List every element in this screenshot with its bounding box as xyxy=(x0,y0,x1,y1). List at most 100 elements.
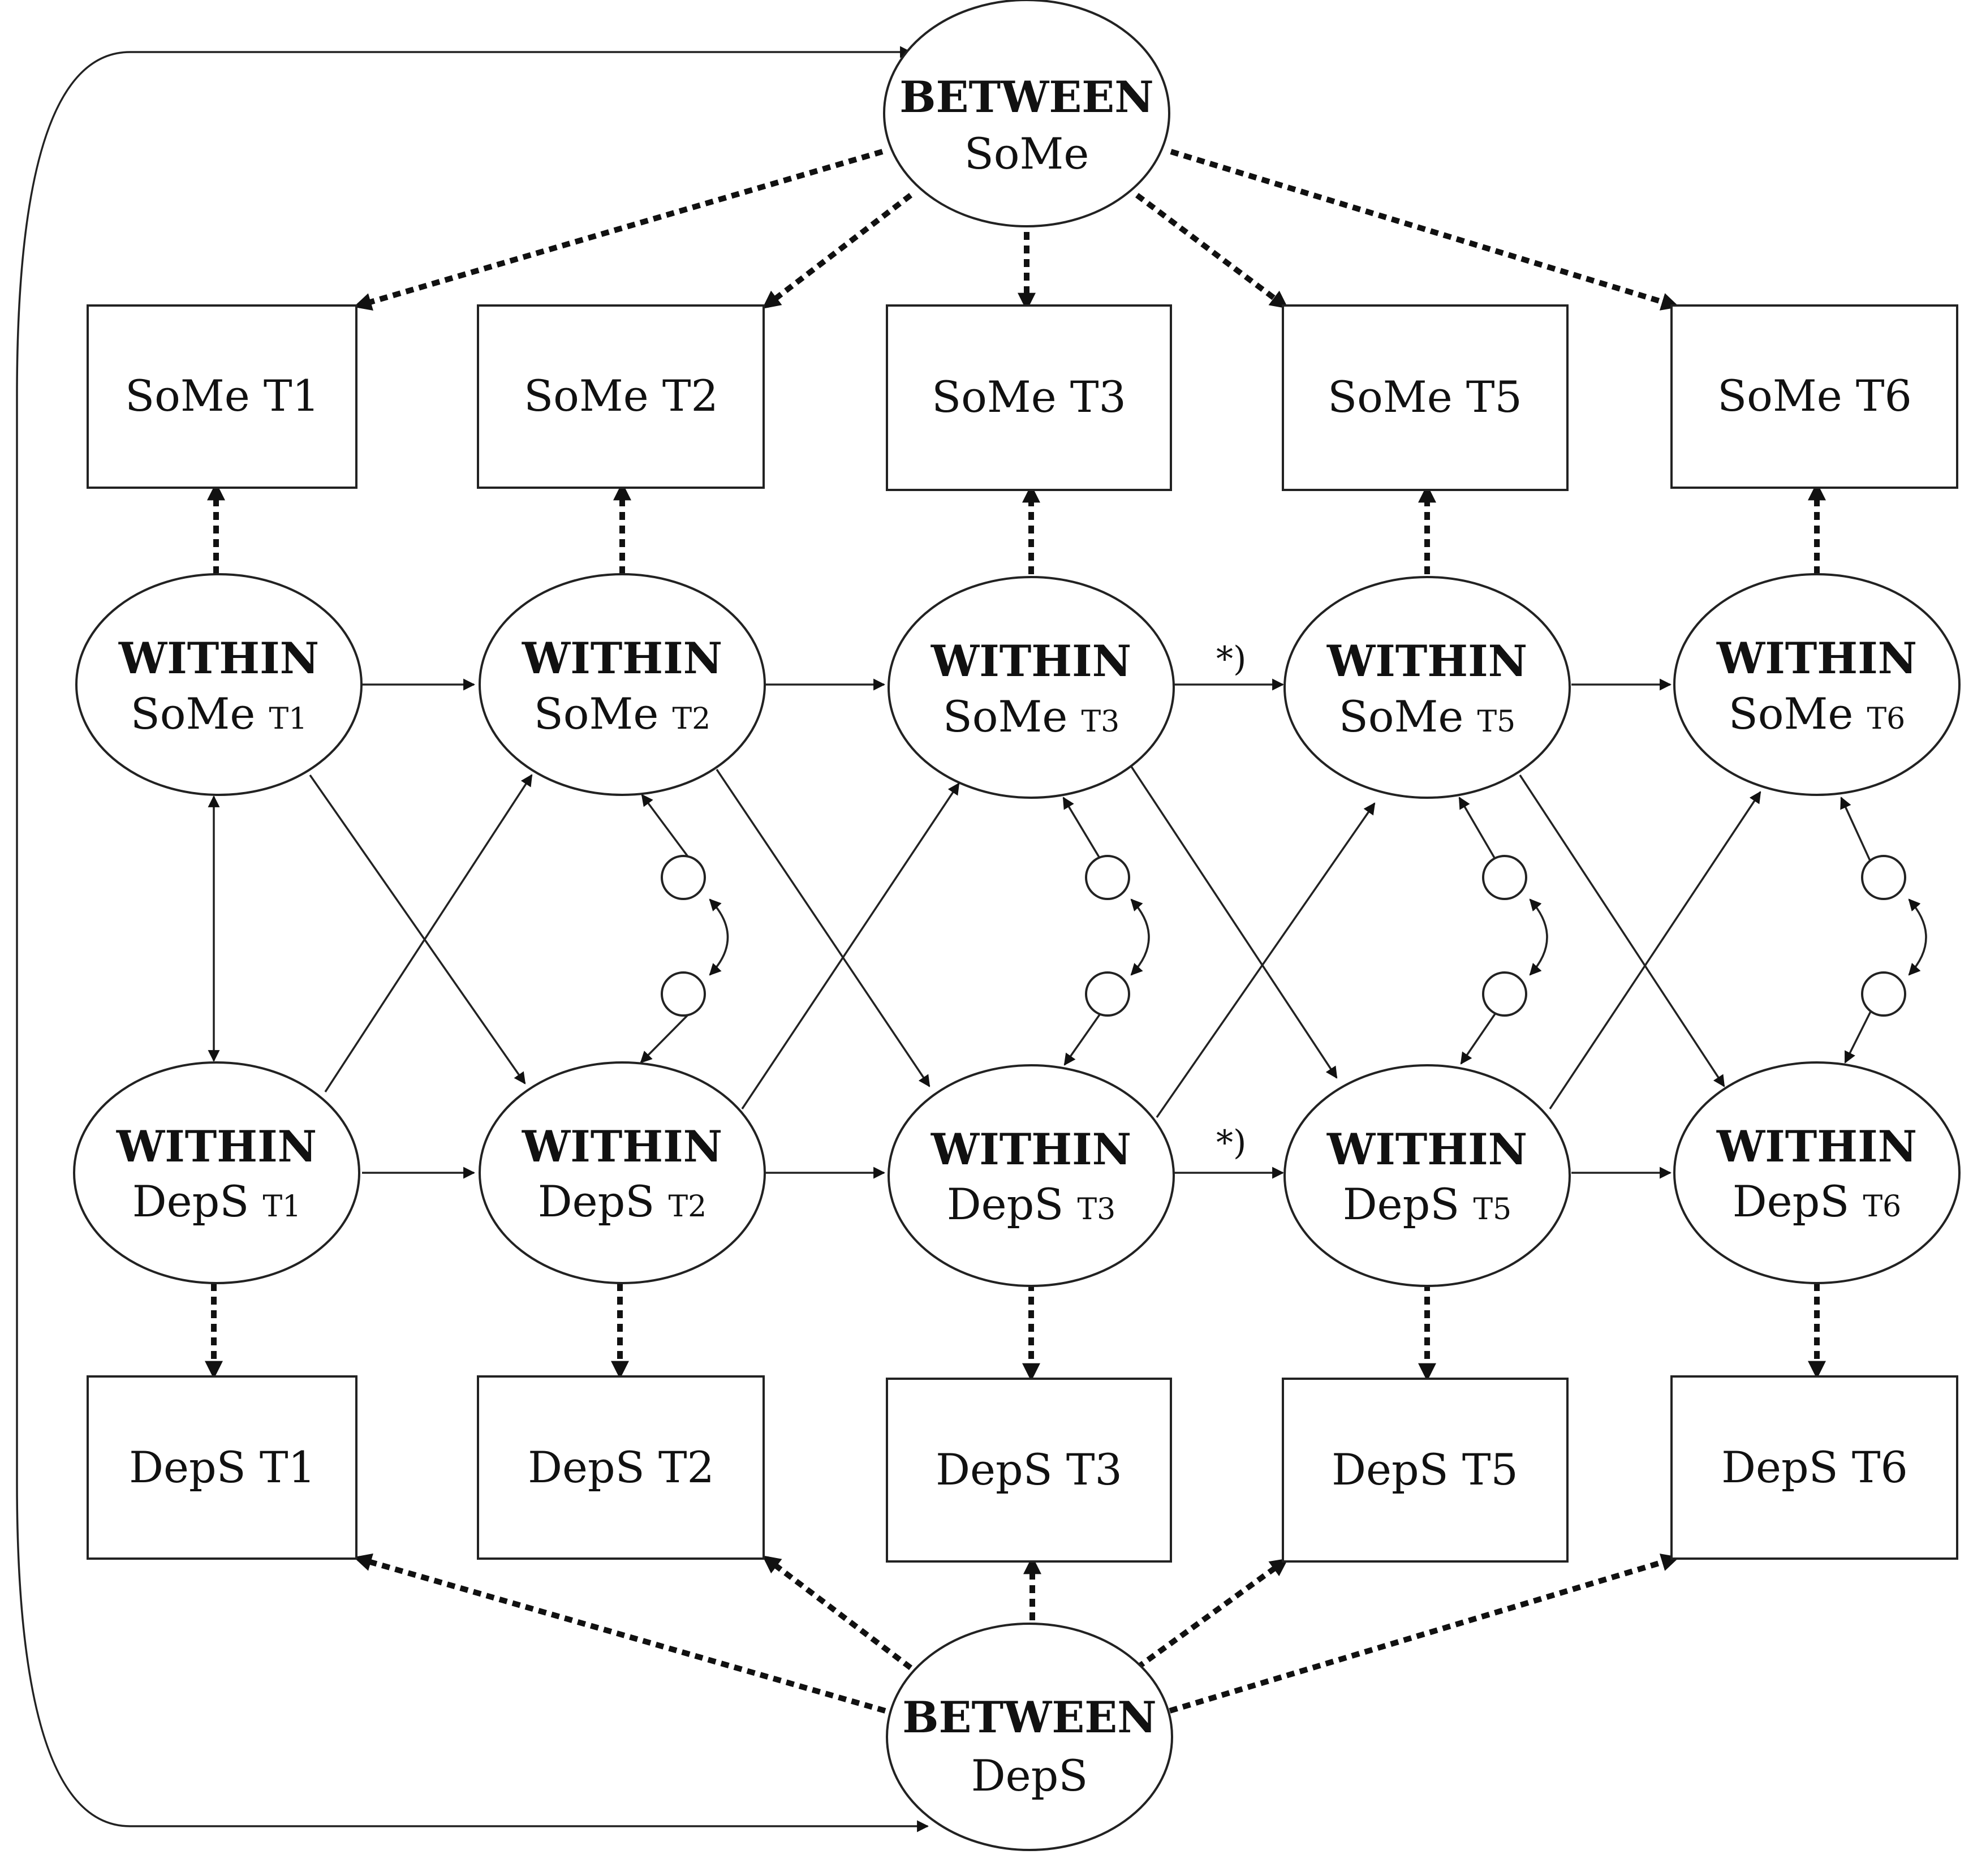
deps-box-t6 xyxy=(1670,1375,1958,1560)
within-deps-t2: WITHIN DepS T2 xyxy=(479,1061,766,1284)
loading-between-deps-t5 xyxy=(1135,1558,1289,1671)
within-some-t6-label: SoMe T6 xyxy=(1729,689,1906,739)
deps-box-t1-label: DepS T1 xyxy=(129,1442,316,1492)
autoregressive-paths xyxy=(362,678,1672,1179)
within-some-t5-title: WITHIN xyxy=(1326,636,1527,686)
residual-some-t2 xyxy=(661,855,706,900)
within-some-t1: WITHIN SoMe T1 xyxy=(75,573,363,796)
cl-some-t2-deps-t3 xyxy=(716,769,931,1087)
within-deps-t1: WITHIN DepS T1 xyxy=(73,1061,360,1284)
within-some-t6-title: WITHIN xyxy=(1716,633,1917,683)
residual-some-t3 xyxy=(1085,855,1130,900)
within-some-t2: WITHIN SoMe T2 xyxy=(479,573,766,796)
within-deps-loadings xyxy=(204,1283,1826,1382)
residuals xyxy=(640,794,1927,1066)
within-some-t2-title: WITHIN xyxy=(522,633,722,683)
between-deps-label: DepS xyxy=(971,1750,1088,1801)
residual-arrow-deps-t2 xyxy=(640,1007,696,1064)
skipped-wave-marker-deps: *) xyxy=(1216,1123,1246,1163)
deps-box-t2 xyxy=(477,1375,765,1560)
loading-between-some-t2 xyxy=(762,193,913,309)
between-some-title: BETWEEN xyxy=(899,72,1153,122)
some-box-t3-label: SoMe T3 xyxy=(932,372,1126,422)
within-some-t1-label: SoMe T1 xyxy=(131,689,308,739)
loading-between-some-t6 xyxy=(1170,149,1680,311)
deps-box-t1 xyxy=(87,1375,357,1560)
residual-arrow-deps-t6 xyxy=(1844,1008,1873,1064)
within-deps-t5: WITHIN DepS T5 xyxy=(1283,1064,1571,1287)
residual-covariance-t2 xyxy=(709,898,729,976)
skipped-wave-marker-some: *) xyxy=(1216,639,1246,679)
some-box-t1-label: SoMe T1 xyxy=(125,371,320,421)
between-some-label: SoMe xyxy=(964,128,1089,179)
loading-between-some-t5 xyxy=(1135,193,1289,309)
within-some-row: WITHIN SoMe T1 WITHIN SoMe T2 WITHIN SoM… xyxy=(75,573,1961,799)
within-deps-t3-title: WITHIN xyxy=(931,1124,1131,1174)
cl-deps-t3-some-t5 xyxy=(1156,802,1376,1118)
cl-deps-t1-some-t2 xyxy=(324,774,533,1092)
residual-arrow-some-t2 xyxy=(641,794,696,867)
cl-some-t1-deps-t2 xyxy=(309,774,526,1085)
between-deps-factor: BETWEEN DepS xyxy=(886,1623,1173,1851)
residual-arrow-deps-t5 xyxy=(1460,1008,1500,1065)
within-some-loadings xyxy=(206,482,1826,574)
within-some-t5-label: SoMe T5 xyxy=(1339,691,1516,742)
within-some-t1-title: WITHIN xyxy=(118,633,319,683)
some-box-t2-label: SoMe T2 xyxy=(524,371,718,421)
between-deps-title: BETWEEN xyxy=(902,1692,1156,1742)
observed-some-row: SoMe T1 SoMe T2 SoMe T3 SoMe T5 SoMe T6 xyxy=(87,304,1958,491)
between-deps-loadings xyxy=(353,1553,1680,1714)
within-some-t6: WITHIN SoMe T6 xyxy=(1673,573,1961,796)
residual-arrow-some-t6 xyxy=(1840,797,1873,866)
loading-between-some-t1 xyxy=(353,149,884,311)
within-deps-t5-title: WITHIN xyxy=(1326,1124,1527,1174)
residual-some-t5 xyxy=(1482,855,1527,900)
residual-covariance-t3 xyxy=(1130,898,1150,976)
some-box-t3 xyxy=(886,304,1172,491)
within-some-t5: WITHIN SoMe T5 xyxy=(1283,576,1571,799)
within-some-t3: WITHIN SoMe T3 xyxy=(888,576,1175,799)
cl-deps-t5-some-t6 xyxy=(1549,791,1761,1109)
within-deps-t2-title: WITHIN xyxy=(522,1121,722,1172)
residual-deps-t3 xyxy=(1085,971,1130,1017)
residual-arrow-some-t3 xyxy=(1062,797,1105,866)
within-deps-t6-label: DepS T6 xyxy=(1733,1176,1902,1227)
deps-box-t5 xyxy=(1282,1378,1569,1563)
cross-lagged-paths xyxy=(309,766,1761,1118)
deps-box-t2-label: DepS T2 xyxy=(528,1442,714,1492)
observed-deps-row: DepS T1 DepS T2 DepS T3 DepS T5 DepS T6 xyxy=(87,1375,1958,1563)
between-some-factor: BETWEEN SoMe xyxy=(883,0,1170,227)
cl-some-t5-deps-t6 xyxy=(1519,775,1725,1087)
within-some-t2-label: SoMe T2 xyxy=(534,689,711,739)
within-deps-t3-label: DepS T3 xyxy=(947,1179,1116,1229)
some-box-t5 xyxy=(1282,304,1569,491)
within-deps-t3: WITHIN DepS T3 xyxy=(888,1064,1175,1287)
residual-some-t6 xyxy=(1861,855,1906,900)
between-covariance-arc xyxy=(16,46,929,1832)
residual-covariance-t5 xyxy=(1529,898,1548,976)
some-box-t2 xyxy=(477,304,765,489)
some-box-t6-label: SoMe T6 xyxy=(1717,371,1912,421)
some-box-t1 xyxy=(87,304,357,489)
cl-some-t3-deps-t5 xyxy=(1130,766,1338,1079)
within-deps-t6-title: WITHIN xyxy=(1716,1121,1917,1172)
within-some-t3-label: SoMe T3 xyxy=(943,691,1120,742)
residual-deps-t6 xyxy=(1861,971,1906,1017)
cl-deps-t2-some-t3 xyxy=(741,782,960,1109)
loading-between-deps-t6 xyxy=(1169,1554,1680,1714)
residual-arrow-deps-t3 xyxy=(1063,1007,1105,1066)
within-deps-t1-title: WITHIN xyxy=(116,1121,317,1172)
within-some-t3-title: WITHIN xyxy=(931,636,1131,686)
between-some-loadings xyxy=(353,149,1680,311)
within-deps-t6: WITHIN DepS T6 xyxy=(1673,1061,1961,1284)
loading-between-deps-t1 xyxy=(353,1553,886,1714)
some-box-t6 xyxy=(1670,304,1958,489)
within-deps-t1-label: DepS T1 xyxy=(132,1176,301,1227)
deps-box-t6-label: DepS T6 xyxy=(1721,1442,1908,1492)
residual-covariance-t6 xyxy=(1908,898,1927,976)
residual-deps-t5 xyxy=(1482,971,1527,1017)
within-deps-row: WITHIN DepS T1 WITHIN DepS T2 WITHIN Dep… xyxy=(73,1061,1961,1287)
some-box-t5-label: SoMe T5 xyxy=(1328,372,1522,422)
residual-deps-t2 xyxy=(661,971,706,1017)
